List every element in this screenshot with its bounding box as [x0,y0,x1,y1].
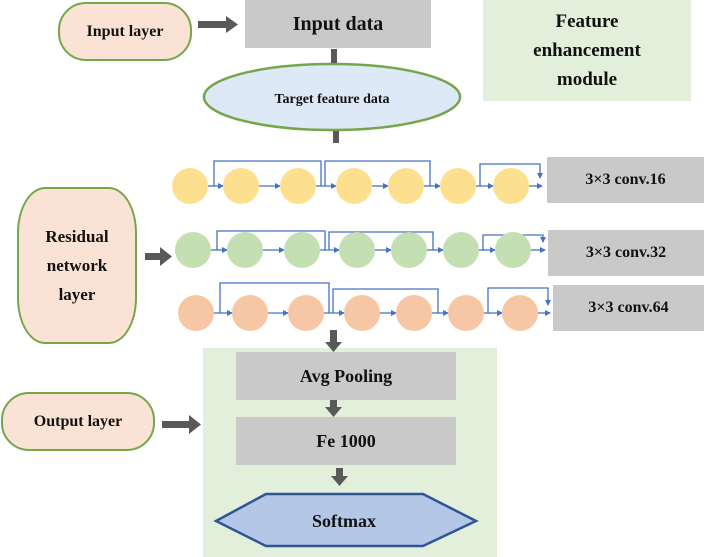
residual-node [178,295,214,331]
residual-node [223,168,259,204]
residual-node [396,295,432,331]
skip-connection [216,230,326,250]
feature-module-legend: Feature enhancement module [483,0,691,101]
conv-label-32: 3×3 conv.32 [585,244,667,261]
input-data-label: Input data [292,12,384,35]
target-feature-label: Target feature data [274,92,389,107]
input-data-box: Input data [245,0,431,48]
residual-node [448,295,484,331]
residual-layer-label: Residual network layer [45,227,109,304]
output-layer-node: Output layer [1,392,155,451]
skip-connection [487,287,551,313]
arrow-rows-to-pooling [325,330,342,352]
fc-box: Fe 1000 [236,417,456,465]
residual-layer-node: Residual network layer [17,187,137,344]
residual-node [172,168,208,204]
avg-pooling-box: Avg Pooling [236,352,456,400]
softmax-label: Softmax [312,511,376,531]
residual-node [280,168,316,204]
feature-module-label: Feature enhancement module [533,11,641,90]
residual-node [502,295,538,331]
skip-connection [219,282,330,313]
target-feature-ellipse [202,62,462,132]
skip-connection [324,160,431,186]
input-layer-node: Input layer [58,2,192,61]
residual-node [284,232,320,268]
skip-connection [479,163,543,186]
skip-connection [332,288,439,313]
softmax-hexagon [213,492,479,548]
residual-node [227,232,263,268]
conv-box-16: 3×3 conv.16 [547,157,704,203]
residual-node [493,168,529,204]
residual-node [391,232,427,268]
conv-label-64: 3×3 conv.64 [588,299,669,316]
residual-row-1 [172,160,543,204]
output-layer-label: Output layer [33,412,123,430]
arrow-pooling-to-fc [325,400,342,417]
conv-label-16: 3×3 conv.16 [585,171,666,188]
fc-label: Fe 1000 [316,430,376,451]
conv-box-64: 3×3 conv.64 [553,285,704,331]
residual-row-3 [178,282,551,331]
residual-node [388,168,424,204]
residual-node [339,232,375,268]
arrow-fc-to-softmax [331,468,348,486]
skip-connection [213,160,322,186]
skip-connection [328,231,434,250]
residual-node [443,232,479,268]
flow-arrows [145,16,348,486]
connector-data-to-ellipse [331,49,337,63]
residual-node [232,295,268,331]
residual-node [344,295,380,331]
residual-node [495,232,531,268]
input-layer-label: Input layer [86,22,164,40]
conv-box-32: 3×3 conv.32 [548,230,704,276]
arrow-output-to-panel [162,415,201,434]
residual-node [336,168,372,204]
residual-row-2 [175,230,546,268]
residual-node [440,168,476,204]
arrow-residual-to-rows [145,247,172,266]
connector-ellipse-to-rows [333,131,339,143]
arrow-input-to-data [198,16,238,33]
residual-rows [172,160,551,331]
residual-node [175,232,211,268]
avg-pooling-label: Avg Pooling [299,365,393,386]
residual-node [288,295,324,331]
